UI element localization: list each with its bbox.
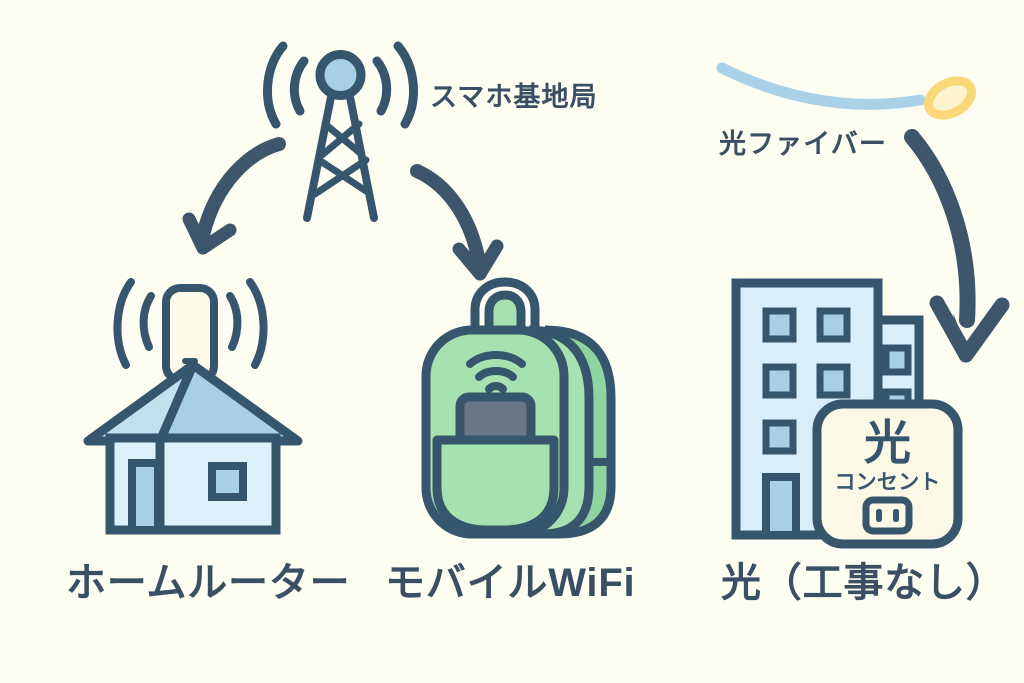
- power-outlet-icon: [862, 496, 913, 535]
- curved-arrow-down-left-icon: [182, 137, 286, 255]
- curved-arrow-down-icon: [904, 129, 1010, 363]
- card-subtitle-label: コンセント: [834, 471, 941, 494]
- fiber-label: 光ファイバー: [719, 129, 887, 159]
- wifi-signal-icon: [466, 351, 526, 393]
- caption-home-router: ホームルーター: [66, 561, 351, 605]
- card-kanji-label: 光: [864, 416, 911, 469]
- backpack-icon: [421, 277, 616, 539]
- fiber-cable-icon: [716, 62, 976, 120]
- house-icon: [83, 278, 303, 535]
- caption-mobile-wifi: モバイルWiFi: [385, 561, 636, 605]
- hikari-outlet-card: [812, 399, 963, 549]
- curved-arrow-down-right-icon: [410, 164, 504, 281]
- cell-tower-icon: [263, 41, 418, 222]
- caption-hikari: 光（工事なし）: [721, 561, 1007, 605]
- basestation-label: スマホ基地局: [430, 82, 598, 112]
